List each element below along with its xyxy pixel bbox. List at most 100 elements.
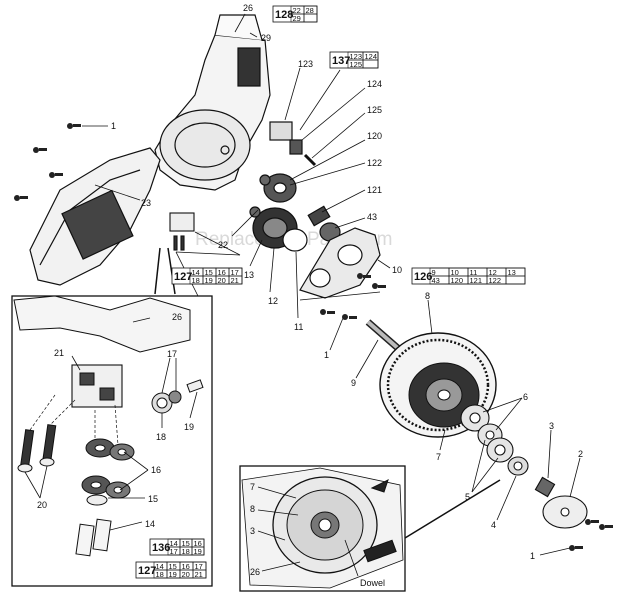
group-table-part-number: 18 — [192, 276, 200, 285]
left-guard — [29, 147, 161, 286]
callout-120: 120 — [367, 131, 382, 141]
callout-43: 43 — [367, 212, 377, 222]
group-table-part-number: 14 — [170, 539, 178, 548]
inset-callout-18: 18 — [156, 432, 166, 442]
group-table-part-number: 21 — [195, 570, 203, 579]
group-number: 136 — [152, 542, 170, 554]
callout-22: 22 — [218, 240, 228, 250]
callout-2: 2 — [578, 449, 583, 459]
callout-29: 29 — [261, 33, 271, 43]
group-table-part-number: 19 — [205, 276, 213, 285]
callout-124: 124 — [367, 79, 382, 89]
inset-callout-19: 19 — [184, 422, 194, 432]
inset-callout-17: 17 — [167, 349, 177, 359]
group-table-cell — [192, 569, 207, 579]
group-table-part-number: 29 — [293, 14, 301, 23]
screws-flange — [569, 519, 613, 551]
group-table-part-number: 14 — [156, 562, 164, 571]
detail-callout-26: 26 — [250, 567, 260, 577]
group-table-part-number: 14 — [192, 268, 200, 277]
screws-left — [14, 123, 81, 201]
inset-callout-20: 20 — [37, 500, 47, 510]
callout-23: 23 — [141, 198, 151, 208]
group-table-cell — [303, 13, 318, 23]
group-table-cell — [505, 275, 526, 285]
gear-housing — [154, 14, 271, 191]
screws-plate — [320, 273, 386, 320]
shaft — [365, 319, 403, 353]
detail-callout-7: 7 — [250, 482, 255, 492]
group-table-part-number: 19 — [169, 570, 177, 579]
group-table-part-number: 123 — [350, 52, 363, 61]
callout-1-mid: 1 — [324, 350, 329, 360]
group-table-part-number: 17 — [170, 547, 178, 556]
detail-callout-3: 3 — [250, 526, 255, 536]
detail-callout-8: 8 — [250, 504, 255, 514]
washers — [460, 404, 588, 529]
callout-1: 1 — [111, 121, 116, 131]
cover-plate — [299, 227, 381, 299]
group-table-part-number: 15 — [169, 562, 177, 571]
group-table-part-number: 21 — [231, 276, 239, 285]
callout-12: 12 — [268, 296, 278, 306]
group-table-part-number: 43 — [432, 276, 440, 285]
group-table-cell — [228, 275, 243, 285]
switch-block — [169, 212, 195, 251]
group-number: 126 — [414, 271, 432, 283]
group-table-part-number: 10 — [451, 268, 459, 277]
group-table-part-number: 122 — [489, 276, 502, 285]
group-table-part-number: 9 — [432, 268, 436, 277]
group-table-part-number: 13 — [508, 268, 516, 277]
group-number: 127 — [138, 565, 156, 577]
group-table-part-number: 12 — [489, 268, 497, 277]
callout-13: 13 — [244, 270, 254, 280]
group-table-part-number: 20 — [182, 570, 190, 579]
group-table-part-number: 15 — [182, 539, 190, 548]
callout-121: 121 — [367, 185, 382, 195]
group-number: 137 — [332, 55, 350, 67]
callout-26: 26 — [243, 3, 253, 13]
group-table-part-number: 17 — [195, 562, 203, 571]
inset-callout-16: 16 — [151, 465, 161, 475]
callout-labels: 26 29 1 123 124 125 120 122 121 43 10 23… — [37, 3, 583, 588]
group-table-cell — [362, 59, 379, 69]
inset-callout-21: 21 — [54, 348, 64, 358]
group-table-part-number: 16 — [218, 268, 226, 277]
group-table-part-number: 17 — [231, 268, 239, 277]
callout-4: 4 — [491, 520, 496, 530]
group-table-part-number: 120 — [451, 276, 464, 285]
inset-callout-15: 15 — [148, 494, 158, 504]
callout-5: 5 — [465, 492, 470, 502]
callout-125: 125 — [367, 105, 382, 115]
group-table-part-number: 121 — [470, 276, 483, 285]
group-table-part-number: 28 — [306, 6, 314, 15]
group-table-part-number: 22 — [293, 6, 301, 15]
group-table-part-number: 124 — [365, 52, 378, 61]
dowel-detail-view — [239, 465, 406, 592]
group-table-part-number: 15 — [205, 268, 213, 277]
group-table-part-number: 19 — [194, 547, 202, 556]
callout-7: 7 — [436, 452, 441, 462]
inset-callout-26: 26 — [172, 312, 182, 322]
group-table-part-number: 18 — [156, 570, 164, 579]
detail-callout-dowel: Dowel — [360, 578, 385, 588]
key-parts-123-125 — [269, 121, 317, 167]
leader-lines — [82, 13, 581, 556]
inset-detail-panel — [11, 295, 213, 587]
callout-123: 123 — [298, 59, 313, 69]
group-table-part-number: 20 — [218, 276, 226, 285]
group-table-cell — [191, 546, 205, 556]
callout-6: 6 — [523, 392, 528, 402]
callout-3: 3 — [549, 421, 554, 431]
callout-11: 11 — [294, 322, 303, 332]
group-number: 128 — [275, 9, 293, 21]
group-table-part-number: 16 — [194, 539, 202, 548]
group-table-part-number: 125 — [350, 60, 363, 69]
